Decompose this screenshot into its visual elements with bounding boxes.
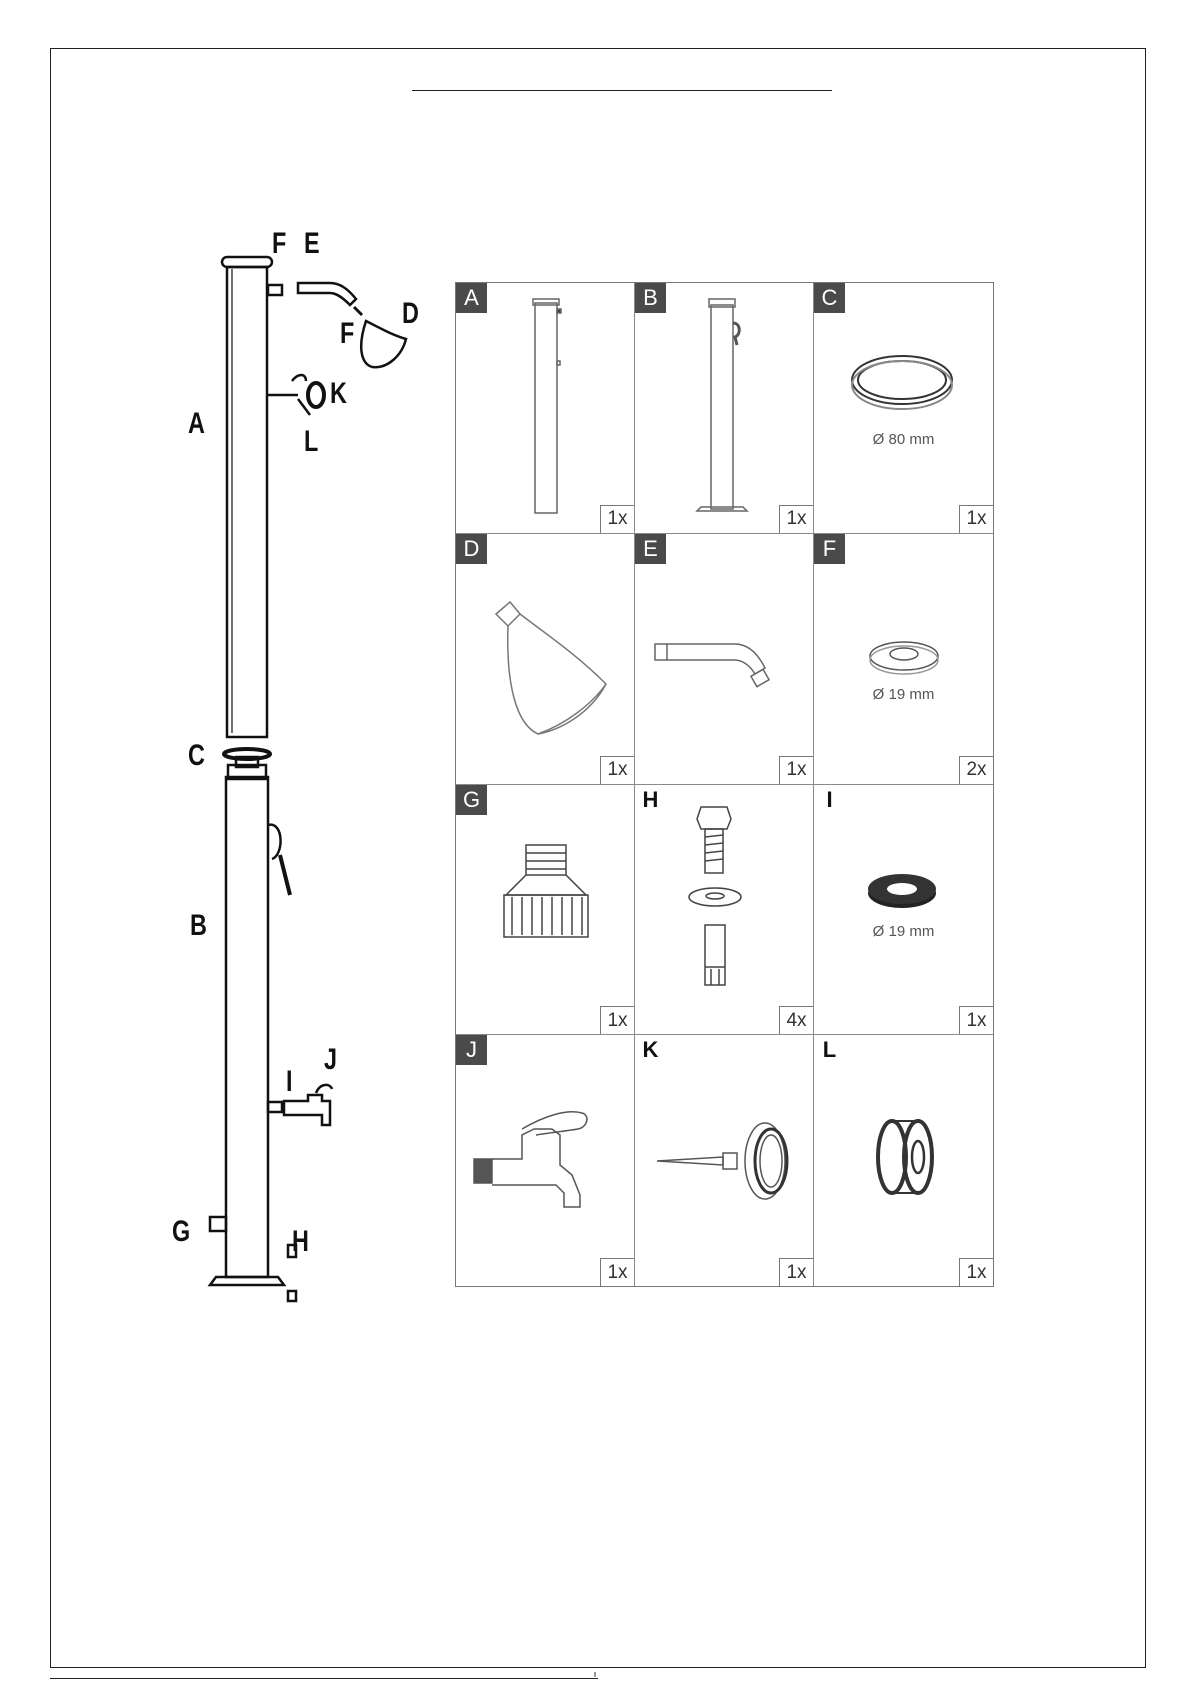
callout-l: L [304, 425, 318, 459]
part-cell-e: E 1x [635, 534, 814, 785]
callout-i: I [286, 1065, 293, 1099]
adapter-g [210, 1217, 226, 1231]
part-qty-g: 1x [600, 1006, 634, 1034]
callout-k: K [330, 377, 347, 411]
hose-adapter-illustration [456, 785, 635, 1036]
ring-c-illustration [814, 283, 993, 534]
callout-j: J [324, 1043, 337, 1077]
title-underline [412, 90, 832, 91]
callout-b: B [190, 909, 207, 943]
part-qty-h: 4x [779, 1006, 813, 1034]
tap-j-illustration [456, 1035, 635, 1286]
part-qty-e: 1x [779, 756, 813, 784]
part-qty-k: 1x [779, 1258, 813, 1286]
part-qty-c: 1x [959, 505, 993, 533]
parts-grid: A 1x B 1x C [455, 282, 994, 1287]
part-cell-d: D 1x [456, 534, 635, 785]
footer-line [50, 1678, 598, 1679]
part-qty-b: 1x [779, 505, 813, 533]
part-cell-f: F Ø 19 mm 2x [814, 534, 993, 785]
part-qty-i: 1x [959, 1006, 993, 1034]
shower-head-illustration [456, 534, 635, 785]
tape-roll-illustration [814, 1035, 993, 1286]
base-plate [210, 1277, 284, 1285]
part-qty-l: 1x [959, 1258, 993, 1286]
part-dim-f: Ø 19 mm [814, 686, 993, 703]
part-cell-k: K 1x [635, 1035, 814, 1286]
plug-k-illustration [635, 1035, 814, 1286]
part-dim-i: Ø 19 mm [814, 923, 993, 940]
pipe-b-illustration [635, 283, 814, 534]
part-qty-d: 1x [600, 756, 634, 784]
lower-pipe [226, 777, 268, 1277]
exploded-view: F E D F K L A C B I J G H [180, 255, 440, 1315]
callout-c: C [188, 739, 205, 773]
callout-e: E [304, 227, 320, 261]
part-dim-c: Ø 80 mm [814, 431, 993, 448]
gasket-i-illustration [814, 785, 993, 1036]
pipe-a-illustration [456, 283, 635, 534]
washer-f-illustration [814, 534, 993, 785]
bolt-set-illustration [635, 785, 814, 1036]
part-cell-c: C Ø 80 mm 1x [814, 283, 993, 534]
part-cell-g: G 1x [456, 785, 635, 1036]
part-qty-a: 1x [600, 505, 634, 533]
part-cell-j: J 1x [456, 1035, 635, 1286]
part-qty-f: 2x [959, 756, 993, 784]
callout-f-mid: F [340, 317, 354, 351]
part-cell-h: H 4x [635, 785, 814, 1036]
exploded-drawing [180, 255, 440, 1315]
part-cell-i: I Ø 19 mm 1x [814, 785, 993, 1036]
callout-f-top: F [272, 227, 286, 261]
callout-h: H [292, 1225, 309, 1259]
part-qty-j: 1x [600, 1258, 634, 1286]
callout-d: D [402, 297, 419, 331]
callout-a: A [188, 407, 205, 441]
callout-g: G [172, 1215, 190, 1249]
upper-pipe-cap [222, 257, 272, 267]
upper-pipe [227, 267, 267, 737]
part-cell-b: B 1x [635, 283, 814, 534]
footer-tick [594, 1672, 596, 1677]
part-cell-l: L 1x [814, 1035, 993, 1286]
shower-arm-illustration [635, 534, 814, 785]
part-cell-a: A 1x [456, 283, 635, 534]
